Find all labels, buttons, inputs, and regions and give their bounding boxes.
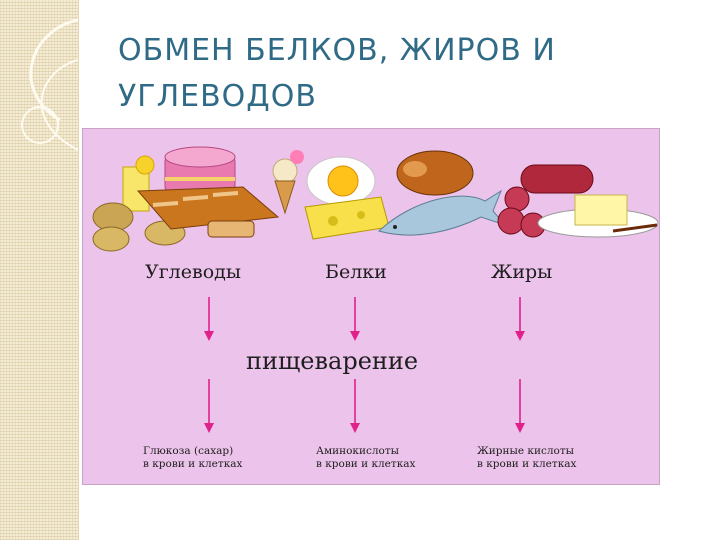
arrowhead-fats-1 xyxy=(515,331,525,341)
product-amino-line-1: Аминокислоты xyxy=(316,445,400,457)
roast-chicken-icon xyxy=(396,150,474,196)
decorative-side-strip xyxy=(0,0,79,540)
product-amino-line-2: в крови и клетках xyxy=(316,458,416,470)
product-fatty-line-1: Жирные кислоты xyxy=(477,445,575,457)
butter-icon xyxy=(537,194,659,238)
digestion-diagram: Углеводы Белки Жиры пищеварение Глюкоза … xyxy=(82,128,660,485)
decorative-curves xyxy=(21,18,78,151)
arrowhead-proteins-2 xyxy=(350,423,360,433)
arrowhead-carbs-1 xyxy=(204,331,214,341)
sausage-icon xyxy=(497,164,594,238)
bread-loaf-icon xyxy=(136,186,280,238)
title-line-2: УГЛЕВОДОВ xyxy=(118,79,317,114)
category-label-fats: Жиры xyxy=(491,261,553,283)
product-glucose-line-2: в крови и клетках xyxy=(143,458,243,470)
title-line-1: ОБМЕН БЕЛКОВ, ЖИРОВ И xyxy=(118,33,556,68)
cheese-icon xyxy=(304,196,390,240)
product-fatty-line-2: в крови и клетках xyxy=(477,458,577,470)
slide-title: ОБМЕН БЕЛКОВ, ЖИРОВ И УГЛЕВОДОВ xyxy=(118,28,678,120)
arrowhead-fats-2 xyxy=(515,423,525,433)
product-glucose-line-1: Глюкоза (сахар) xyxy=(143,445,234,457)
process-label-digestion: пищеварение xyxy=(246,347,419,375)
arrowhead-proteins-1 xyxy=(350,331,360,341)
arrowhead-carbs-2 xyxy=(204,423,214,433)
fish-icon xyxy=(378,189,507,236)
diagram-graphics xyxy=(92,146,659,433)
category-label-carbs: Углеводы xyxy=(145,261,241,283)
product-label-glucose: Глюкоза (сахар) в крови и клетках xyxy=(143,445,242,471)
fried-egg-icon xyxy=(306,156,376,206)
product-label-fatty-acids: Жирные кислоты в крови и клетках xyxy=(477,445,576,471)
cake-icon xyxy=(164,146,236,192)
ice-cream-icon xyxy=(272,150,304,215)
product-label-amino-acids: Аминокислоты в крови и клетках xyxy=(316,445,415,471)
category-label-proteins: Белки xyxy=(325,261,387,283)
potatoes-icon xyxy=(92,202,186,252)
lemonade-glass-icon xyxy=(122,155,155,212)
